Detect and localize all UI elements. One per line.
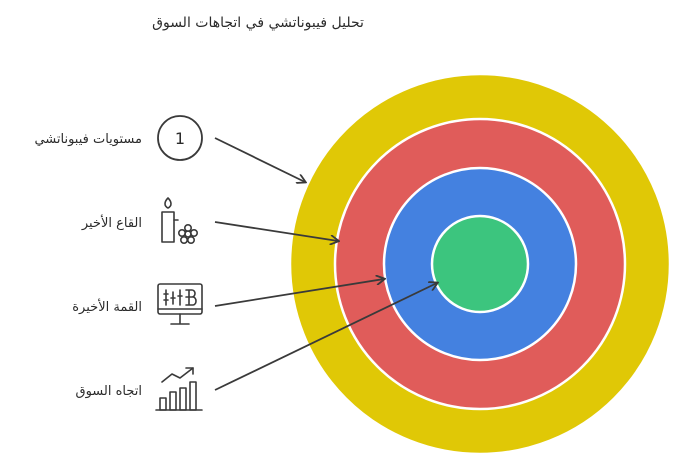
arrow-market-trend	[214, 283, 437, 391]
item-label: اتجاه السوق	[76, 384, 143, 399]
item-label: مستويات فيبوناتشي	[34, 132, 142, 147]
item-fibonacci-levels: 1 مستويات فيبوناتشي	[34, 115, 203, 161]
item-recent-high: القمة الأخيرة	[72, 283, 203, 325]
item-label: القاع الأخير	[81, 214, 142, 231]
arrow-recent-high	[214, 279, 384, 307]
arrow-recent-low	[214, 221, 338, 241]
number-one-circle-icon	[157, 115, 203, 161]
candle-flower-icon	[161, 197, 199, 245]
connector-arrows	[214, 137, 437, 391]
item-badge-number: 1	[175, 129, 185, 148]
target-rings	[288, 72, 672, 456]
item-recent-low: القاع الأخير	[81, 197, 199, 245]
arrow-fibonacci-levels	[214, 137, 305, 182]
bitcoin-monitor-icon	[157, 283, 203, 325]
item-market-trend: اتجاه السوق	[76, 367, 203, 411]
diagram-title: تحليل فيبوناتشي في اتجاهات السوق	[152, 15, 364, 31]
ring-center-green	[430, 214, 530, 314]
item-label: القمة الأخيرة	[72, 298, 142, 315]
rising-bar-chart-icon	[155, 367, 203, 411]
